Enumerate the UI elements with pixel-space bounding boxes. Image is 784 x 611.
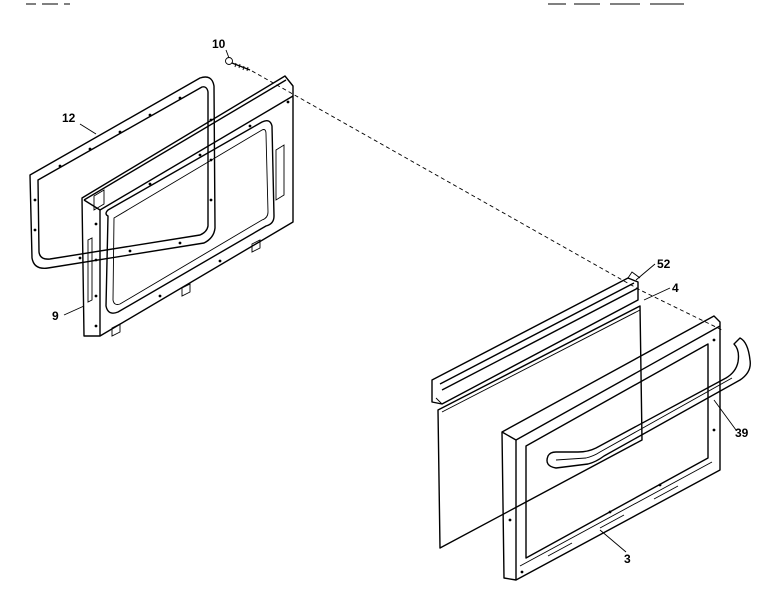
- callout-9: 9: [52, 309, 59, 323]
- callout-4: 4: [672, 281, 679, 295]
- callout-10: 10: [212, 37, 226, 51]
- door-frame-part-9: [81, 75, 294, 337]
- trim-part-52: [431, 271, 641, 405]
- gasket-part-12: [29, 76, 216, 269]
- leader-lines: [63, 49, 737, 553]
- callout-39: 39: [735, 426, 749, 440]
- screw-part-10: [225, 57, 251, 72]
- callout-3: 3: [624, 552, 631, 566]
- handle-part-39: [546, 337, 751, 469]
- glass-panel-part-4: [437, 305, 643, 549]
- callout-52: 52: [657, 257, 671, 271]
- assembly-line: [251, 70, 723, 331]
- callout-12: 12: [62, 111, 76, 125]
- outer-frame-part-3: [501, 315, 721, 581]
